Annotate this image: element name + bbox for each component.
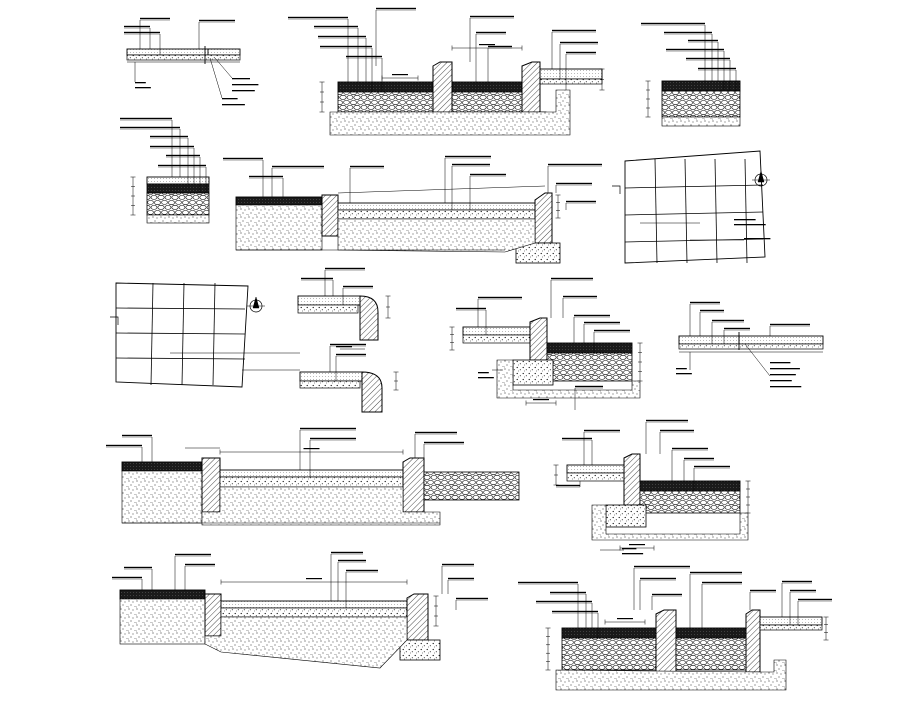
tile-grid-plan-right [612, 150, 771, 264]
north-arrow-icon [247, 296, 265, 313]
north-arrow-icon [752, 170, 770, 187]
paver-section-small [124, 17, 259, 106]
pavement-section-long [106, 427, 520, 526]
kerb-section-asphalt-top [288, 7, 605, 136]
paver-layers-left [120, 117, 210, 224]
step-nosing-details [297, 267, 399, 413]
kerb-section-right [553, 419, 751, 555]
asphalt-kerb-section-bottom [518, 565, 832, 691]
pavement-section-bottom [112, 551, 488, 669]
kerb-edge-long [223, 155, 602, 264]
edge-joint-section [676, 301, 824, 388]
asphalt-section-top-right [641, 22, 741, 127]
tile-grid-plan-left [110, 282, 300, 388]
kerb-drop-section [449, 277, 643, 410]
